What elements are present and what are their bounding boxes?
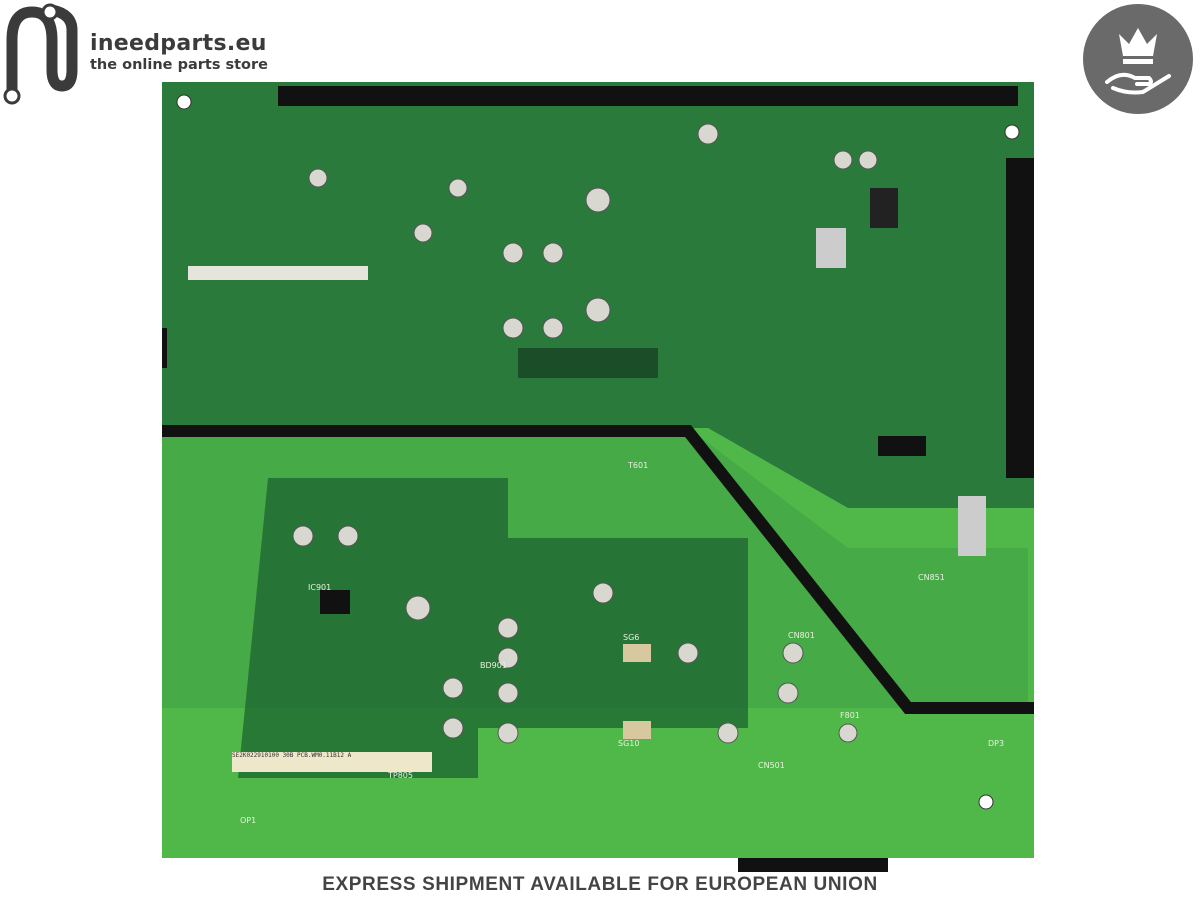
label-ic901: IC901 [308,583,331,592]
logo-mark-icon [3,3,78,105]
serial-sticker: SE2K022910100 30B PCB.WM0.11B12 A [232,752,432,772]
label-cn501: CN501 [758,761,785,770]
connector-pins [188,266,986,872]
label-cn851: CN851 [918,573,945,582]
pcb-board-photo: CN851 CN501 CN801 SG10 SG6 F801 TP805 T6… [162,82,1034,872]
label-dp3: DP3 [988,739,1004,748]
label-bd901: BD901 [480,661,507,670]
lower-dark-region [238,478,748,778]
site-logo[interactable]: ineedparts.eu the online parts store [0,0,290,110]
isolation-trace [162,425,1034,714]
label-tp805: TP805 [387,771,413,780]
label-op1: OP1 [240,816,256,825]
quality-badge [1083,4,1193,114]
label-sg6: SG6 [623,633,639,642]
sticker-text: SE2K022910100 30B PCB.WM0.11B12 A [232,752,352,759]
upper-dark-region [162,82,1034,508]
label-cn801: CN801 [788,631,815,640]
label-sg10: SG10 [618,739,639,748]
brand-tagline: the online parts store [90,57,269,73]
label-t601: T601 [627,461,648,470]
brand-name: ineedparts.eu [90,31,267,56]
crown-hand-icon [1105,28,1171,95]
shipping-banner: EXPRESS SHIPMENT AVAILABLE FOR EUROPEAN … [322,874,878,895]
silkscreen-labels: CN851 CN501 CN801 SG10 SG6 F801 TP805 T6… [240,461,1004,825]
mounting-holes [176,94,1020,810]
label-f801: F801 [840,711,860,720]
solder-pads [292,123,878,744]
